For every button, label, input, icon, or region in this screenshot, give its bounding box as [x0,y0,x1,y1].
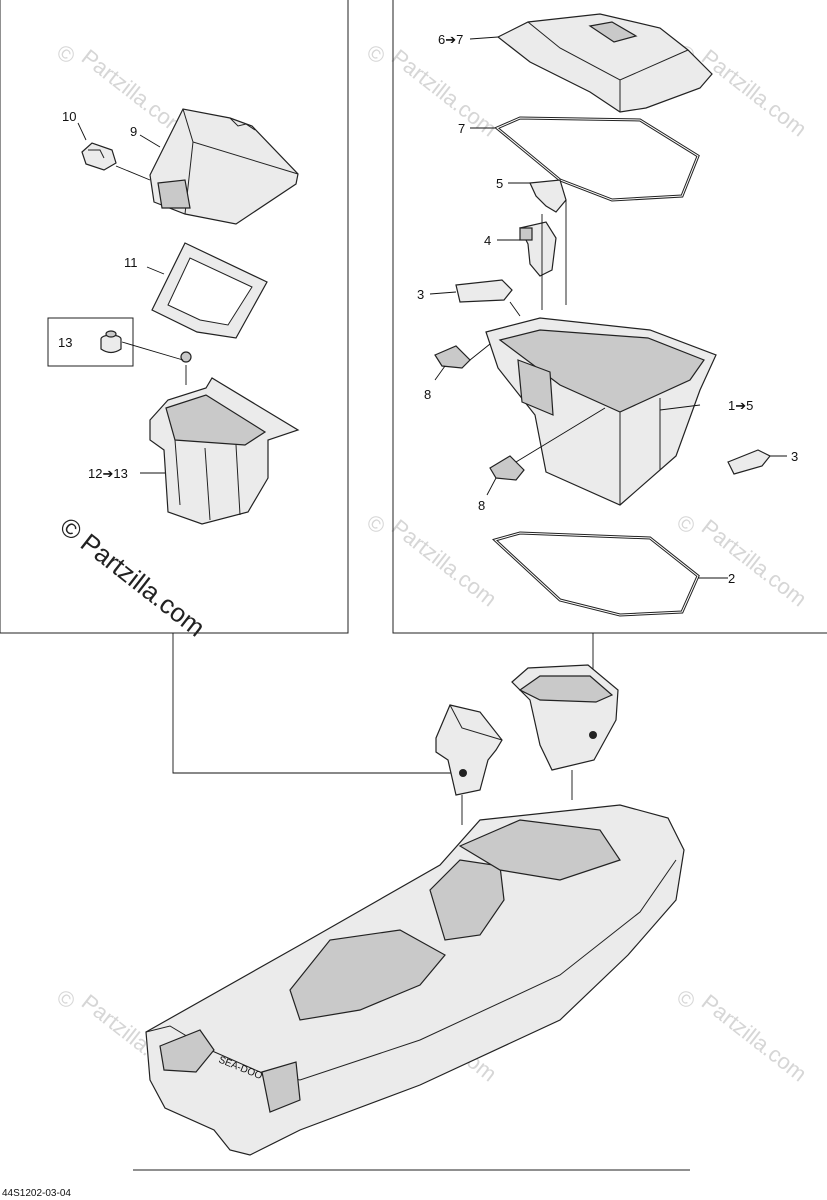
reference-code: 44S1202-03-04 [2,1188,71,1199]
part-5-bracket [529,179,567,213]
leader-11 [146,266,165,275]
leader-13 [121,341,184,361]
label-part-12-13: 12➔13 [88,466,128,481]
part-13-inset-box [47,317,134,367]
leader-1 [659,404,701,411]
watermark-copyright: © [672,984,700,1014]
label-part-4: 4 [484,233,491,248]
part-10-latch [81,142,117,171]
watermark-text: Partzilla.com [697,44,812,141]
left-panel-frame [0,0,349,634]
leader-10 [77,122,87,141]
label-part-9: 9 [130,124,137,139]
leader-3-left [429,291,457,295]
part-3-latch-right [727,449,771,475]
part-8-hinge-bottom [489,455,525,481]
watermark-copyright: © [362,39,390,69]
watermark-copyright: © [52,984,80,1014]
leader-9 [139,134,161,148]
copyright-main: © Partzilla.com [54,511,211,643]
label-part-8-top: 8 [424,387,431,402]
label-part-10: 10 [62,109,76,124]
part-9-storage-cover [149,108,299,225]
grommet-hole [180,351,192,363]
label-part-11: 11 [124,255,138,270]
leader-6 [469,36,499,40]
part-7-gasket [494,116,700,202]
part-1-storage-bin [485,317,717,506]
watermark-copyright: © [672,509,700,539]
watermark-text: Partzilla.com [697,514,812,611]
label-part-6-7: 6➔7 [438,32,463,47]
rear-bin-assembled [511,664,619,771]
right-panel-frame [392,0,827,634]
watermark-copyright: © [52,39,80,69]
callout-labels: 10 9 11 13 12➔13 6➔7 7 5 4 3 8 1➔5 3 8 2 [58,32,798,586]
leader-8-bottom [486,477,497,496]
leader-3-arrow [509,301,521,317]
part-11-gasket [151,242,268,339]
leader-8-top-arrow [469,343,491,361]
part-4-hinge [519,221,557,277]
watermark-text: Partzilla.com [387,44,502,141]
watermark-copyright: © [362,509,390,539]
leader-8-top [434,365,446,381]
label-part-5: 5 [496,176,503,191]
hull: SEA-DOO [145,804,685,1156]
watermark-text: Partzilla.com [387,514,502,611]
label-part-2: 2 [728,571,735,586]
part-3-latch-left [455,279,513,303]
watermark-text: Partzilla.com [697,989,812,1086]
part-13-cap [100,330,122,354]
part-2-seal [492,531,700,617]
leader-10-arrow [115,165,151,181]
label-part-7: 7 [458,121,465,136]
label-part-3-left: 3 [417,287,424,302]
front-bin-assembled [435,704,503,796]
part-6-storage-lid [496,13,713,113]
leader-8-bottom-arrow [515,407,606,463]
label-part-3-right: 3 [791,449,798,464]
label-part-8-bottom: 8 [478,498,485,513]
part-8-hinge-top [434,345,471,369]
part-12-storage-bin [149,351,300,525]
label-part-1-5: 1➔5 [728,398,753,413]
label-part-13: 13 [58,335,72,350]
connector-front-storage [172,633,462,774]
